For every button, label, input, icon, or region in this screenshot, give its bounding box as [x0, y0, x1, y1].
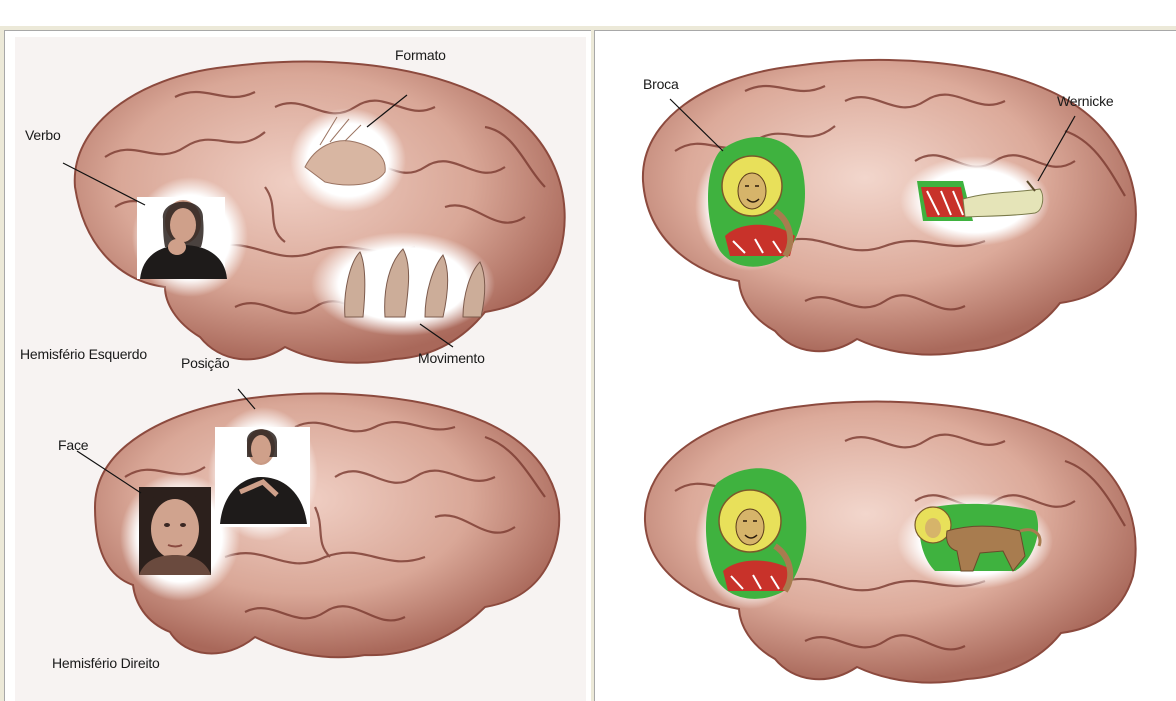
- label-posicao: Posição: [181, 355, 229, 371]
- signer-photo-position: [215, 427, 310, 527]
- signer-photo-verb: [137, 197, 227, 279]
- label-wernicke: Wernicke: [1057, 93, 1114, 109]
- label-broca: Broca: [643, 76, 679, 92]
- label-verbo: Verbo: [25, 127, 61, 143]
- lion-drawing-broca: [708, 137, 805, 267]
- right-panel: Broca Wernicke: [594, 30, 1176, 701]
- label-face: Face: [58, 437, 88, 453]
- left-bottom-brain: [77, 389, 559, 657]
- lion-drawing-wernicke-bottom: [915, 504, 1040, 571]
- left-top-brain: [63, 62, 565, 363]
- left-panel-canvas: Verbo Formato Movimento Hemisfério Esque…: [15, 37, 586, 701]
- label-formato: Formato: [395, 47, 446, 63]
- lion-drawing-broca-bottom: [706, 468, 806, 599]
- right-brains-illustration: [595, 31, 1176, 701]
- label-hemisferio-esquerdo: Hemisfério Esquerdo: [20, 346, 147, 362]
- left-brains-illustration: [15, 37, 586, 701]
- face-photo: [139, 487, 211, 575]
- left-panel: Verbo Formato Movimento Hemisfério Esque…: [4, 30, 591, 701]
- label-movimento: Movimento: [418, 350, 485, 366]
- right-bottom-brain: [645, 402, 1136, 683]
- label-hemisferio-direito: Hemisfério Direito: [52, 655, 160, 671]
